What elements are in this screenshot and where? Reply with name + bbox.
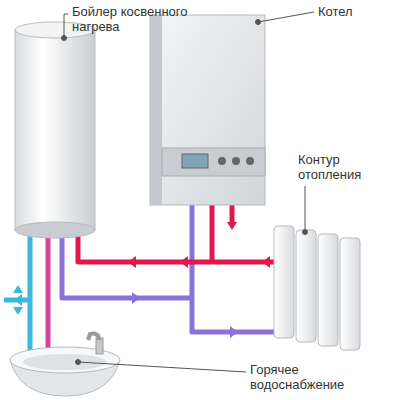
- leader-lines: [62, 12, 315, 372]
- callout-label: Контур отопления: [298, 152, 388, 182]
- sink: [10, 334, 120, 396]
- callout-label: Горячее водоснабжение: [250, 362, 350, 392]
- supply-pipe: [210, 205, 215, 262]
- flow-arrows: [13, 212, 270, 338]
- return-pipe: [192, 205, 274, 332]
- radiator: [274, 226, 360, 350]
- hot-water-pipe: [46, 232, 51, 348]
- pipes: [4, 205, 274, 385]
- callout-label: Бойлер косвенного нагрева: [72, 4, 197, 34]
- return-pipe: [62, 232, 192, 298]
- boiler-unit: [150, 15, 265, 205]
- indirect-boiler-tank: [15, 22, 95, 238]
- callout-label: Котел: [318, 4, 388, 19]
- supply-pipe: [78, 232, 274, 262]
